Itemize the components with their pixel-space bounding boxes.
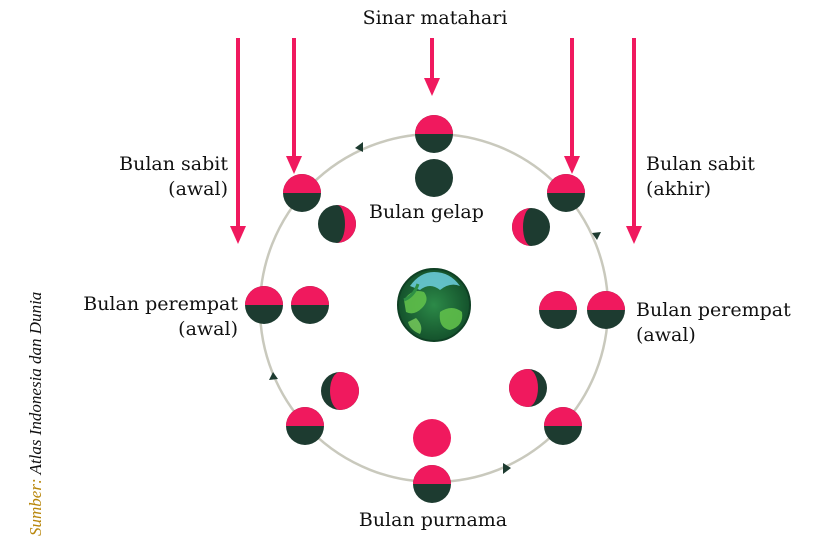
moon-orbit-upper-right bbox=[547, 174, 585, 212]
full-moon-label: Bulan purnama bbox=[358, 509, 508, 531]
moon-orbit-bottom bbox=[413, 465, 451, 503]
crescent-right-label: Bulan sabit (akhir) bbox=[646, 152, 755, 202]
sunlight-arrowhead-1 bbox=[230, 226, 246, 244]
moon-view-new bbox=[415, 159, 453, 197]
source-prefix: Sumber: bbox=[26, 478, 45, 536]
source-credit: Sumber: Atlas Indonesia dan Dunia bbox=[26, 292, 46, 536]
crescent-left-label-line1: Bulan sabit bbox=[119, 153, 228, 175]
moon-view-gibbous-left bbox=[321, 372, 359, 410]
orbit-direction-marker-2 bbox=[269, 372, 278, 380]
sunlight-label: Sinar matahari bbox=[362, 7, 508, 29]
crescent-left-label-line2: (awal) bbox=[168, 178, 228, 200]
sunlight-arrowhead-5 bbox=[626, 226, 642, 244]
moon-orbit-lower-left bbox=[286, 407, 324, 445]
crescent-right-label-line2: (akhir) bbox=[646, 178, 712, 200]
moon-view-quarter-left bbox=[291, 286, 329, 324]
new-moon-label: Bulan gelap bbox=[369, 201, 484, 223]
moon-orbit-lower-right bbox=[544, 407, 582, 445]
moon-view-gibbous-right bbox=[509, 369, 547, 407]
quarter-left-label-line1: Bulan perempat bbox=[83, 293, 238, 315]
moon-orbit-right bbox=[587, 291, 625, 329]
crescent-left-label: Bulan sabit (awal) bbox=[80, 152, 228, 202]
orbit-direction-marker-3 bbox=[503, 463, 511, 474]
moon-view-crescent-right bbox=[512, 208, 550, 246]
moon-view-full bbox=[413, 419, 451, 457]
sunlight-arrows bbox=[230, 38, 642, 244]
sunlight-arrowhead-2 bbox=[286, 156, 302, 174]
orbit-direction-markers bbox=[269, 142, 601, 474]
orbit-direction-marker-4 bbox=[592, 232, 601, 240]
quarter-left-label: Bulan perempat (awal) bbox=[40, 292, 238, 342]
earth bbox=[397, 268, 471, 342]
quarter-right-label-line1: Bulan perempat bbox=[636, 299, 791, 321]
quarter-right-label-line2: (awal) bbox=[636, 324, 696, 346]
moon-orbit-upper-left bbox=[283, 174, 321, 212]
quarter-left-label-line2: (awal) bbox=[178, 318, 238, 340]
sunlight-arrowhead-3 bbox=[424, 78, 440, 96]
earth-view-moons bbox=[291, 159, 577, 457]
moon-view-quarter-right bbox=[539, 291, 577, 329]
quarter-right-label: Bulan perempat (awal) bbox=[636, 298, 791, 348]
moon-view-crescent-left bbox=[318, 205, 356, 243]
source-text: Atlas Indonesia dan Dunia bbox=[26, 291, 45, 475]
moon-orbit-top bbox=[415, 115, 453, 153]
orbit-moons bbox=[245, 115, 625, 503]
sunlight-arrowhead-4 bbox=[564, 156, 580, 174]
orbit-direction-marker-1 bbox=[355, 142, 363, 152]
crescent-right-label-line1: Bulan sabit bbox=[646, 153, 755, 175]
moon-orbit-left bbox=[245, 286, 283, 324]
